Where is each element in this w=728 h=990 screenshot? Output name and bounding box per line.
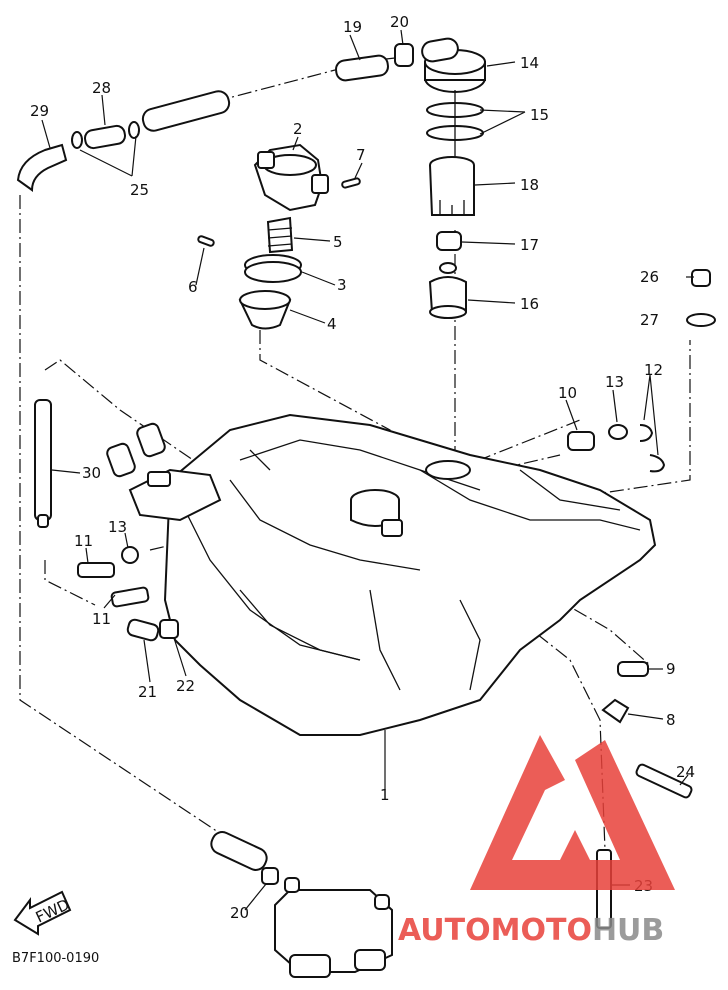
fuel-tank [106, 413, 657, 736]
pipe-upper [141, 90, 231, 132]
logo-wordmark: AUTOMOTOHUB [398, 913, 664, 948]
callout-26: 26 [640, 268, 659, 286]
callout-13-left: 13 [108, 518, 127, 536]
callout-19: 19 [343, 18, 362, 36]
pipe-28 [71, 121, 140, 150]
callout-8: 8 [666, 711, 676, 729]
callout-5: 5 [333, 233, 343, 251]
fwd-arrow: FWD [13, 890, 72, 936]
callout-14: 14 [520, 54, 539, 72]
callout-13-right: 13 [605, 373, 624, 391]
pump-assembly [421, 37, 486, 319]
callout-9: 9 [666, 660, 676, 678]
callout-24: 24 [676, 763, 695, 781]
callout-12: 12 [644, 361, 663, 379]
hose-30 [34, 399, 52, 528]
callout-4: 4 [327, 315, 337, 333]
callout-21: 21 [138, 683, 157, 701]
callout-2: 2 [293, 120, 303, 138]
callout-27: 27 [640, 311, 659, 329]
hose-29 [16, 143, 68, 192]
cap-assembly [197, 143, 361, 330]
callout-11-upper: 11 [74, 532, 93, 550]
leader-lines [41, 29, 694, 911]
clip-20-top [394, 43, 414, 67]
callout-7: 7 [356, 146, 366, 164]
callout-20-bottom: 20 [230, 904, 249, 922]
callout-16: 16 [520, 295, 539, 313]
callout-29: 29 [30, 102, 49, 120]
callout-18: 18 [520, 176, 539, 194]
callout-25: 25 [130, 181, 149, 199]
callout-20-top: 20 [390, 13, 409, 31]
hose-19 [335, 54, 389, 82]
logo-automoto: AUTOMOTO [398, 913, 592, 948]
callout-6: 6 [188, 278, 198, 296]
callout-1: 1 [380, 786, 390, 804]
callouts: 19 20 14 15 18 17 16 2 7 5 6 3 4 28 29 2… [30, 13, 695, 922]
callout-3: 3 [337, 276, 347, 294]
fuel-cock-assembly [210, 831, 393, 978]
callout-28: 28 [92, 79, 111, 97]
callout-10: 10 [558, 384, 577, 402]
automotohub-logo: AUTOMOTOHUB [398, 735, 675, 948]
logo-hub: HUB [592, 913, 664, 948]
callout-15: 15 [530, 106, 549, 124]
callout-11-lower: 11 [92, 610, 111, 628]
fwd-label: FWD [33, 895, 72, 926]
callout-30: 30 [82, 464, 101, 482]
diagram-code: B7F100-0190 [12, 951, 99, 966]
callout-17: 17 [520, 236, 539, 254]
callout-22: 22 [176, 677, 195, 695]
